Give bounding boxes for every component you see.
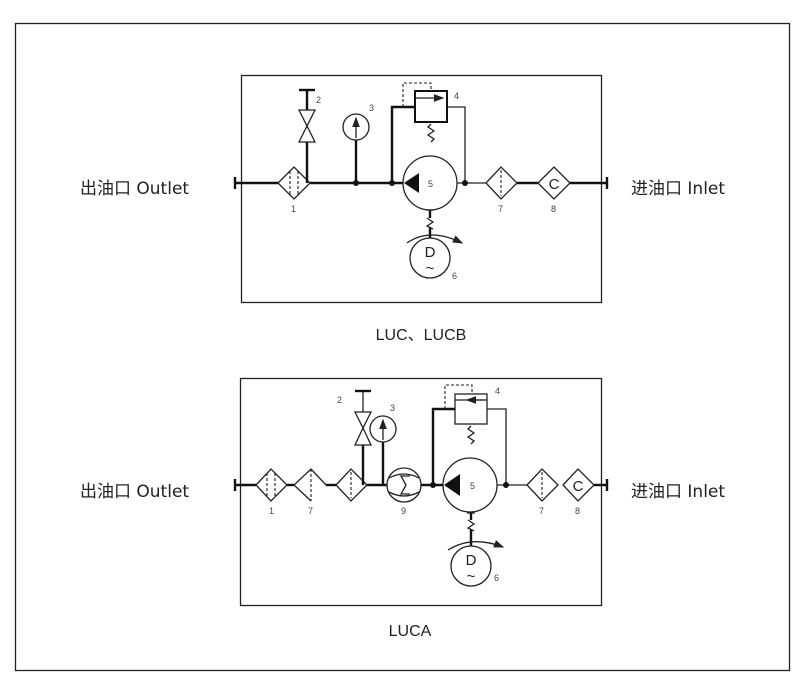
flowmeter-9-symbol: 9 — [386, 467, 422, 516]
label-8: 8 — [551, 204, 556, 214]
cooler-letter: C — [549, 176, 560, 193]
relief-valve-4-symbol: 4 — [430, 384, 509, 488]
filter-1-symbol: 1 — [255, 468, 288, 516]
inlet-label: 进油口 Inlet — [631, 482, 725, 502]
label-1: 1 — [291, 204, 296, 214]
diagram-caption: LUCA — [389, 623, 432, 640]
cooler-letter: C — [573, 478, 584, 495]
motor-symbol: ~ — [426, 260, 435, 277]
diagram-luca: 出油口 Outlet 进油口 Inlet 1 7 — [80, 377, 725, 640]
label-2: 2 — [316, 95, 321, 105]
diagram-frame — [240, 74, 603, 304]
outlet-label: 出油口 Outlet — [80, 482, 189, 502]
motor-letter: D — [466, 552, 477, 569]
label-8: 8 — [575, 506, 580, 516]
valve-2-symbol: 2 — [297, 88, 321, 183]
cooler-8-symbol: C 8 — [537, 166, 571, 214]
label-7b: 7 — [539, 506, 544, 516]
diagram-frame — [239, 377, 603, 607]
pump-5-symbol: 5 — [442, 457, 498, 513]
cooler-8-symbol: C 8 — [562, 468, 595, 516]
filter-7-symbol: 7 — [485, 166, 518, 214]
label-7: 7 — [498, 204, 503, 214]
label-7a: 7 — [308, 506, 313, 516]
motor-6-symbol: D ~ 6 — [406, 209, 464, 281]
filter-1-symbol: 1 — [277, 166, 311, 214]
diagram-luc-lucb: 出油口 Outlet 进油口 Inlet 1 2 — [80, 74, 725, 344]
motor-symbol: ~ — [467, 568, 476, 585]
label-2: 2 — [337, 395, 342, 405]
relief-valve-4-symbol: 4 — [389, 82, 468, 186]
gauge-3-symbol: 3 — [369, 403, 397, 485]
label-5: 5 — [470, 481, 475, 491]
valve-2-symbol: 2 — [337, 389, 373, 485]
outlet-label: 出油口 Outlet — [80, 179, 189, 199]
pump-5-symbol: 5 — [402, 155, 458, 211]
motor-letter: D — [425, 244, 436, 261]
label-6: 6 — [452, 271, 457, 281]
label-5: 5 — [428, 179, 433, 189]
filter-7a-symbol: 7 — [293, 468, 327, 516]
motor-6-symbol: D ~ 6 — [447, 512, 505, 587]
filter-symbol — [335, 468, 368, 502]
label-9: 9 — [401, 506, 406, 516]
label-4: 4 — [495, 386, 500, 396]
outer-frame — [14, 22, 791, 672]
label-3: 3 — [390, 403, 395, 413]
filter-7b-symbol: 7 — [526, 468, 559, 516]
inlet-label: 进油口 Inlet — [631, 179, 725, 199]
label-1: 1 — [269, 506, 274, 516]
label-3: 3 — [369, 103, 374, 113]
gauge-3-symbol: 3 — [342, 103, 374, 186]
diagram-caption: LUC、LUCB — [376, 327, 467, 344]
label-6: 6 — [494, 573, 499, 583]
label-4: 4 — [454, 91, 459, 101]
